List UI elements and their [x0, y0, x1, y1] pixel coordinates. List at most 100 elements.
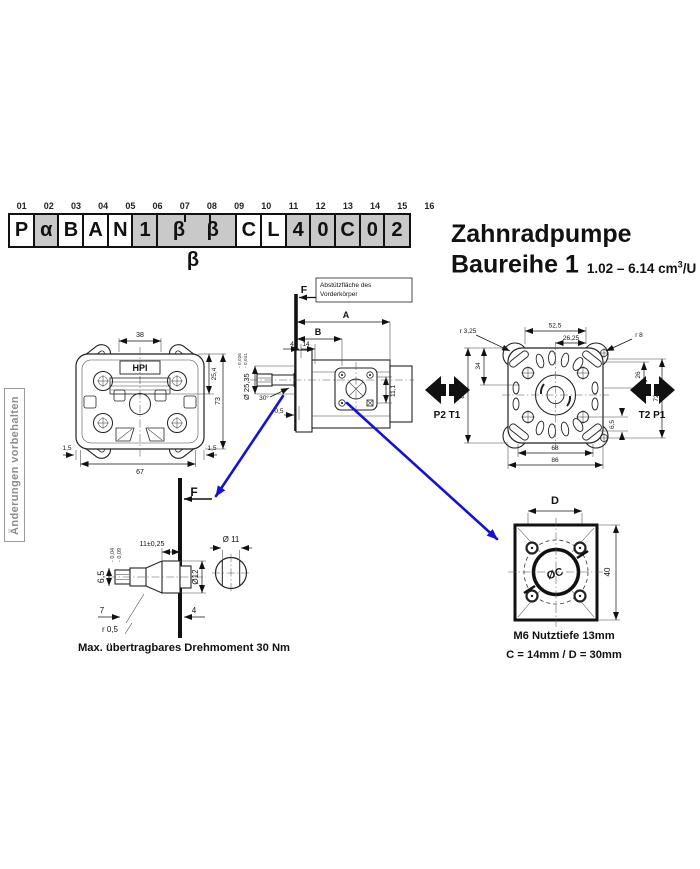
- face-label-f: F: [301, 284, 308, 296]
- svg-text:26,25: 26,25: [563, 335, 580, 342]
- svg-text:- 0,026: - 0,026: [237, 353, 243, 368]
- code-cell: C: [235, 213, 263, 248]
- flange-bolts: [525, 541, 587, 603]
- code-cell: 4: [284, 213, 312, 248]
- dim-11: 11±0,25: [140, 541, 180, 560]
- face-label-f: F: [190, 485, 197, 499]
- svg-text:6,5: 6,5: [609, 420, 616, 429]
- side-view-drawing: Abstützfläche des Vorderkörper F: [237, 277, 414, 433]
- dim-68: 68: [517, 444, 594, 457]
- code-cell: L: [259, 213, 288, 248]
- svg-text:11±0,25: 11±0,25: [140, 541, 165, 548]
- code-position-label: 02: [43, 201, 54, 211]
- svg-text:r 8: r 8: [635, 332, 643, 339]
- code-cell: A: [82, 213, 110, 248]
- code-cell: P: [8, 213, 36, 248]
- flange-detail-drawing: D ØC 40: [508, 495, 620, 627]
- dim-4-14: 4 14: [283, 341, 316, 364]
- code-position-label: 14: [370, 201, 381, 211]
- svg-text:11,1: 11,1: [390, 384, 397, 397]
- flange-inner: ØC: [508, 518, 604, 627]
- code-cell: 2: [383, 213, 411, 248]
- dim-34: 34: [475, 347, 520, 386]
- code-position-label: 04: [98, 201, 109, 211]
- shaft-detail-caption: Max. übertragbares Drehmoment 30 Nm: [77, 642, 290, 654]
- code-position-label: 06: [152, 201, 163, 211]
- pump-profile: [250, 349, 414, 433]
- dim-88: 88: [459, 347, 508, 444]
- dim-d12: Ø12: [181, 560, 206, 594]
- shaft-profile: [108, 560, 206, 594]
- svg-text:34: 34: [475, 362, 482, 370]
- displacement-range: 1.02 – 6.14 cm3/U: [586, 259, 697, 276]
- code-position-label: 16: [424, 201, 435, 211]
- dim-A: A: [297, 310, 391, 364]
- code-cell: C: [333, 213, 362, 248]
- flange-detail-caption: M6 Nutztiefe 13mm C = 14mm / D = 30mm: [481, 627, 647, 665]
- svg-text:72: 72: [653, 394, 660, 402]
- code-position-label: 09: [234, 201, 245, 211]
- shaft-detail-drawing: F Ø 11 11±0,25: [96, 478, 252, 638]
- code-position-label: 15: [397, 201, 408, 211]
- svg-text:52,5: 52,5: [549, 323, 562, 330]
- code-cell: B: [57, 213, 85, 248]
- center-bore-label: ØC: [545, 566, 564, 583]
- port-arrows-right: T2 P1: [630, 376, 675, 421]
- flange-cutouts: [512, 350, 599, 439]
- logo-text: HPI: [132, 363, 147, 373]
- code-cell: N: [106, 213, 134, 248]
- dim-r8: r 8: [605, 332, 643, 352]
- dim-26-25: 26,25: [555, 335, 586, 346]
- svg-text:25,4: 25,4: [211, 367, 218, 380]
- svg-text:40: 40: [603, 567, 612, 576]
- svg-text:- 0,09: - 0,09: [117, 548, 123, 562]
- svg-text:B: B: [315, 327, 322, 337]
- svg-text:0,5: 0,5: [274, 408, 283, 415]
- dim-52-5: 52,5: [524, 323, 587, 344]
- dim-1-5-right: 1,5: [195, 445, 217, 467]
- code-position-label: 11: [288, 201, 299, 211]
- port-label-right: T2 P1: [639, 410, 666, 421]
- dim-6-5: 6,5 - 0,04 - 0,09: [96, 548, 123, 586]
- svg-text:67: 67: [136, 469, 144, 476]
- svg-text:- 0,04: - 0,04: [110, 548, 116, 562]
- flange-caption-line1: M6 Nutztiefe 13mm: [513, 630, 615, 642]
- bolt-holes: [93, 371, 187, 433]
- svg-text:73: 73: [215, 397, 222, 405]
- svg-text:Abstützfläche des: Abstützfläche des: [320, 282, 372, 289]
- dim-67: 67: [80, 461, 196, 476]
- flange-caption-line2: C = 14mm / D = 30mm: [506, 649, 622, 661]
- svg-text:1,5: 1,5: [62, 445, 71, 452]
- dim-6-5: 6,5: [590, 408, 628, 440]
- dim-7: 7: [98, 606, 120, 620]
- code-cell: 1: [131, 213, 159, 248]
- svg-text:68: 68: [551, 445, 559, 452]
- bolt-circles: [521, 366, 590, 424]
- code-position-label: 08: [206, 201, 217, 211]
- code-position-label: 12: [315, 201, 326, 211]
- code-cell: α: [32, 213, 60, 248]
- code-position-label: 01: [16, 201, 27, 211]
- rear-view-drawing: 52,5 26,25 r 3,25 r 8 34 88 26: [425, 323, 675, 469]
- rear-flange: [502, 342, 609, 449]
- front-view-logo: HPI: [119, 360, 161, 375]
- front-view-drawing: HPI 38 25,: [62, 332, 226, 476]
- svg-text:4: 4: [192, 606, 197, 615]
- svg-text:Vorderkörper: Vorderkörper: [320, 291, 358, 298]
- svg-text:Ø 25,35: Ø 25,35: [242, 373, 251, 400]
- svg-text:86: 86: [551, 457, 559, 464]
- svg-text:- 0,041: - 0,041: [243, 353, 249, 368]
- code-position-label: 07: [179, 201, 190, 211]
- svg-text:D: D: [551, 495, 559, 507]
- dim-25-4: 25,4: [171, 353, 218, 395]
- dim-30deg: 30°: [259, 387, 290, 402]
- svg-text:Ø12: Ø12: [191, 569, 200, 585]
- dim-r3-25: r 3,25: [460, 328, 511, 352]
- svg-text:4: 4: [290, 341, 294, 348]
- support-surface-label: Abstützfläche des Vorderkörper: [315, 277, 413, 303]
- series-title: Baureihe 1: [451, 250, 579, 279]
